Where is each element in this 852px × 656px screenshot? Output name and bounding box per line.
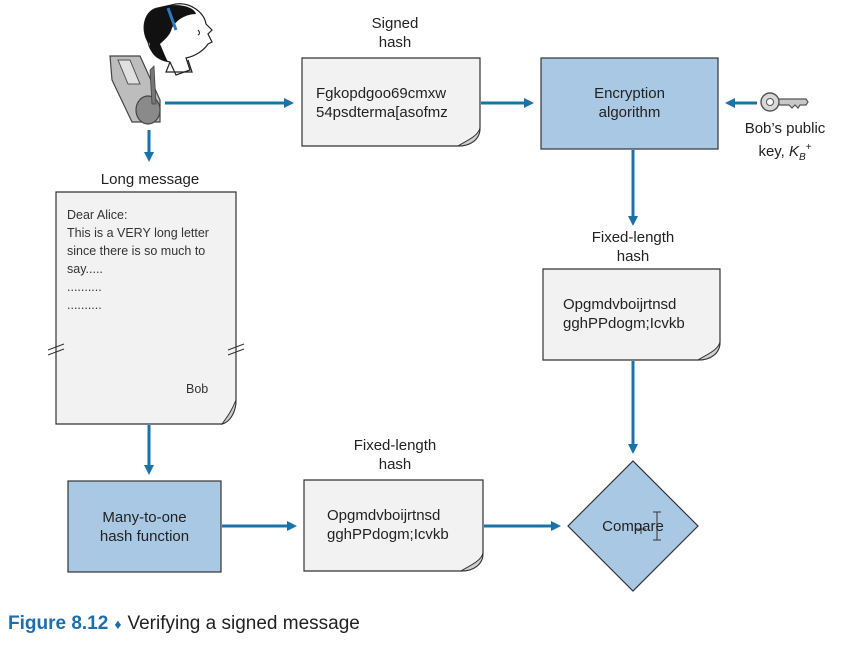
letter-line-2: This is a VERY long letter [67, 226, 209, 240]
fixed-hash-top-value1: Opgmdvboijrtnsd [563, 296, 677, 313]
public-key-superscript: + [805, 142, 812, 153]
fixed-hash-bottom-text: Opgmdvboijrtnsd gghPPdogm;Icvkb [327, 506, 449, 544]
encryption-line2: algorithm [598, 104, 661, 121]
signed-hash-label-line2: hash [378, 34, 412, 51]
letter-break-marks [47, 343, 245, 356]
flow-arrows [144, 98, 757, 531]
letter-line-1: Dear Alice: [67, 208, 128, 222]
fixed-hash-top-line2: hash [616, 248, 650, 265]
fixed-hash-top-line1: Fixed-length [591, 229, 675, 246]
caption-diamond: ♦ [114, 616, 122, 632]
encryption-line1: Encryption [594, 85, 665, 102]
signed-hash-line2: 54psdterma[asofmz [316, 104, 448, 121]
public-key-text: key, [758, 143, 790, 160]
long-message-label: Long message [100, 171, 200, 188]
fixed-hash-bottom-label: Fixed-length hash [332, 436, 458, 474]
mailbox-icon [109, 55, 161, 125]
compare-label: Compare [602, 518, 664, 535]
figure-number: Figure 8.12 [8, 613, 109, 634]
hash-function-label: Many-to-one hash function [68, 508, 221, 546]
letter-line-3: since there is so much to [67, 244, 206, 258]
letter-line-6: .......... [67, 298, 102, 312]
key-icon [760, 92, 809, 112]
fixed-hash-bottom-line1: Fixed-length [353, 437, 437, 454]
signed-hash-label-line1: Signed [371, 15, 419, 32]
letter-line-5: .......... [67, 280, 102, 294]
fixed-hash-bottom-value1: Opgmdvboijrtnsd [327, 507, 441, 524]
fixed-hash-top-label: Fixed-length hash [570, 228, 696, 266]
letter-line-4: say..... [67, 262, 103, 276]
public-key-label: Bob’s public key, KB+ [730, 119, 840, 167]
hash-function-box [67, 480, 222, 573]
public-key-subscript: B [799, 152, 806, 163]
signed-hash-text: Fgkopdgoo69cmxw 54psdterma[asofmz [316, 84, 448, 122]
hash-function-line2: hash function [99, 528, 190, 545]
fixed-hash-bottom-value2: gghPPdogm;Icvkb [327, 526, 449, 543]
signed-hash-label: Signed hash [350, 14, 440, 52]
letter-signature: Bob [186, 382, 209, 396]
signed-hash-line1: Fgkopdgoo69cmxw [316, 85, 447, 102]
public-key-line2: key, KB+ [730, 138, 840, 167]
hash-function-line1: Many-to-one [102, 509, 187, 526]
alice-icon [143, 3, 213, 76]
public-key-variable: K [789, 143, 800, 160]
text-cursor-icon [636, 511, 661, 541]
encryption-algorithm-label: Encryption algorithm [541, 84, 718, 122]
compare-diamond [567, 460, 699, 592]
figure-caption: Figure 8.12 ♦ Verifying a signed message [8, 613, 360, 635]
public-key-line1: Bob’s public [744, 120, 826, 137]
fixed-hash-bottom-line2: hash [378, 456, 412, 473]
fixed-hash-top-text: Opgmdvboijrtnsd gghPPdogm;Icvkb [563, 295, 685, 333]
caption-text: Verifying a signed message [127, 613, 360, 634]
fixed-hash-top-value2: gghPPdogm;Icvkb [563, 315, 685, 332]
encryption-algorithm-box [540, 57, 719, 150]
